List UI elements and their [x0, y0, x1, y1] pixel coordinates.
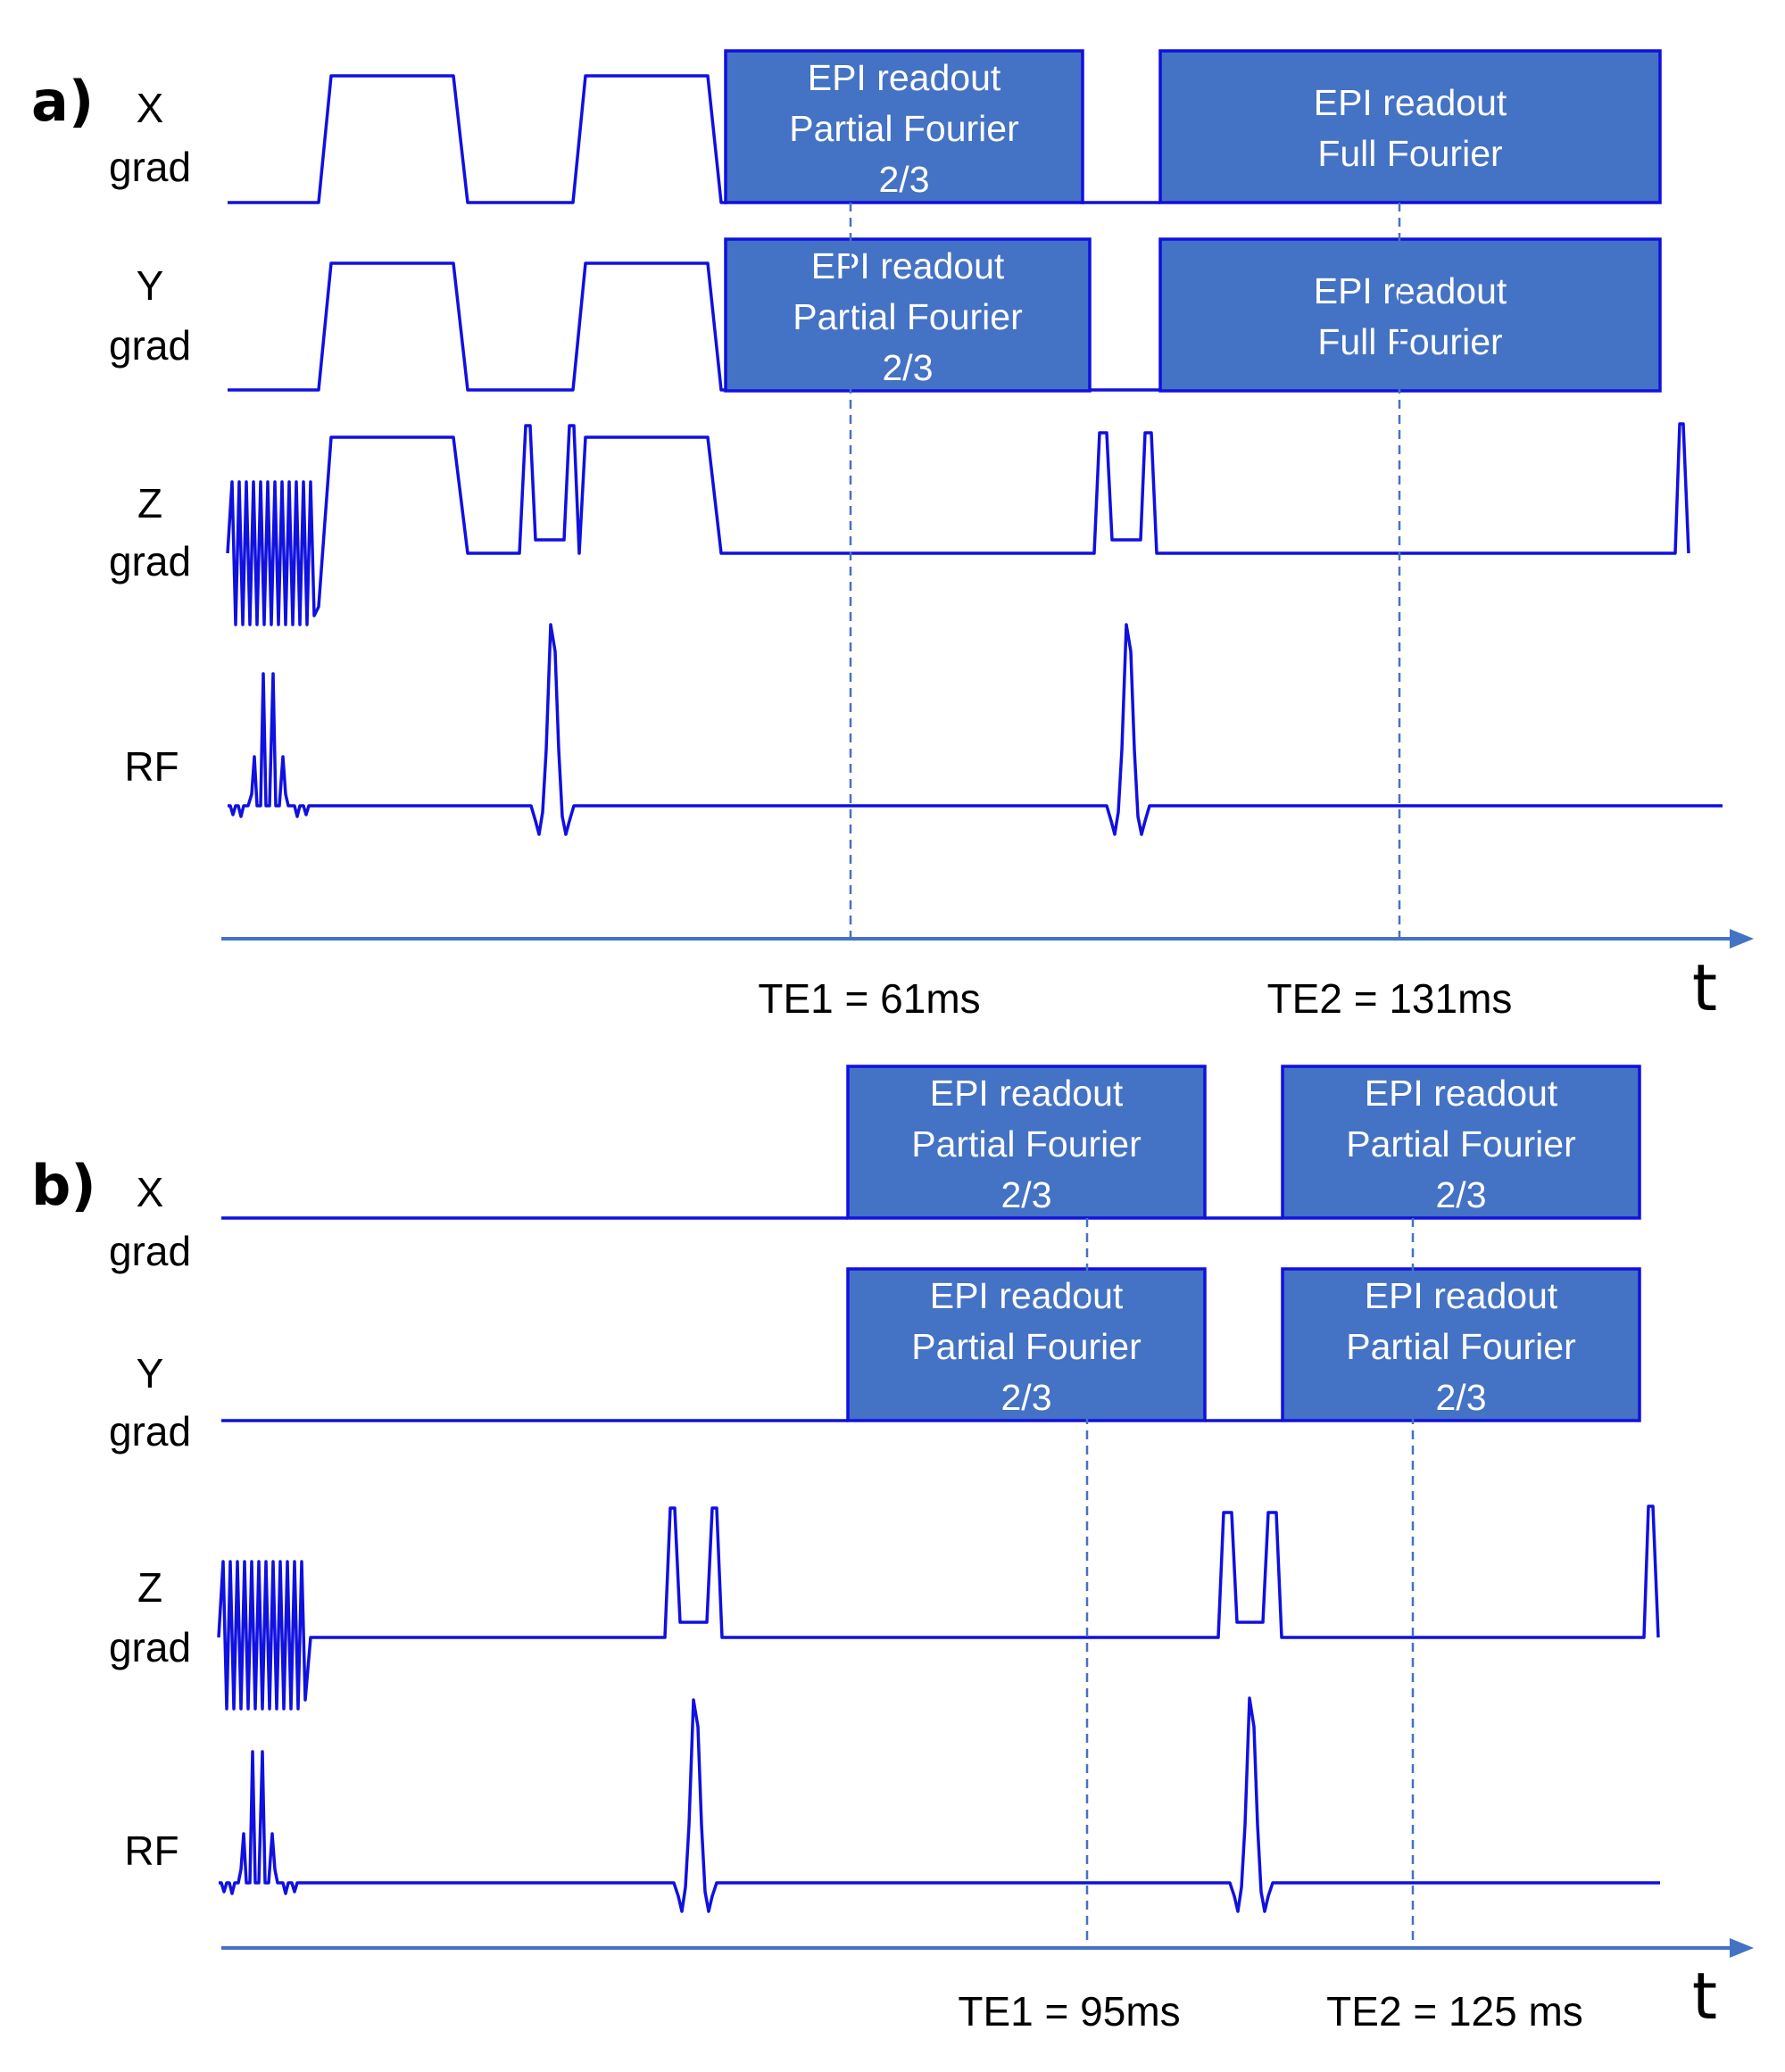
panel-b-y-epi-box-second-line3: 2/3 [1436, 1377, 1487, 1418]
panel-a-time-axis-label: t [1692, 950, 1717, 1025]
panel-b-x-epi-box-second-line1: EPI readout [1365, 1073, 1558, 1114]
panel-a-y-epi-box-full-line1: EPI readout [1314, 270, 1507, 311]
panel-b-y-epi-box-first [846, 1267, 1207, 1422]
panel-a-rf-waveform [228, 623, 1723, 836]
panel-a-y-label-line2: grad [109, 322, 191, 369]
panel-b-x-epi-box-second-line3: 2/3 [1436, 1174, 1487, 1215]
panel-b-x-label-line1: X [137, 1169, 164, 1215]
panel-a-x-epi-box-full [1158, 49, 1662, 204]
panel-b-x-epi-box-second [1281, 1065, 1641, 1220]
panel-a-x-epi-box-partial-line3: 2/3 [879, 159, 930, 200]
panel-b-y-label-line2: grad [109, 1408, 191, 1455]
panel-a-z-label-line2: grad [109, 538, 191, 584]
panel-b-y-epi-box-second-line1: EPI readout [1365, 1275, 1558, 1316]
panel-a: a) X grad Y grad Z grad RF EPI readout P… [31, 49, 1754, 1025]
panel-b-rf-label: RF [124, 1828, 178, 1874]
panel-a-x-label-line1: X [137, 85, 164, 131]
panel-a-x-epi-box-full-line1: EPI readout [1314, 82, 1507, 123]
panel-b-x-label-line2: grad [109, 1228, 191, 1274]
panel-b-label: b) [31, 1153, 96, 1218]
panel-a-z-gradient-waveform [226, 422, 1690, 626]
panel-a-z-label-line1: Z [137, 480, 162, 526]
panel-a-x-gradient-waveform [228, 74, 1160, 204]
panel-b-rf-waveform [219, 1696, 1660, 1913]
panel-a-y-epi-box-partial-line1: EPI readout [811, 245, 1005, 286]
panel-a-te2-label: TE2 = 131ms [1267, 975, 1513, 1022]
panel-b-y-label-line1: Y [137, 1350, 164, 1397]
panel-a-y-epi-box-partial-line3: 2/3 [883, 347, 934, 388]
panel-b-y-epi-box-first-line1: EPI readout [930, 1275, 1124, 1316]
panel-a-y-label-line1: Y [137, 262, 164, 309]
panel-a-y-epi-box-partial-line2: Partial Fourier [793, 296, 1022, 337]
panel-a-label: a) [31, 69, 94, 134]
panel-a-y-epi-box-full [1158, 237, 1662, 393]
panel-b-y-epi-box-first-line2: Partial Fourier [911, 1326, 1141, 1367]
panel-a-x-epi-box-full-line2: Full Fourier [1317, 133, 1502, 174]
panel-a-te1-label: TE1 = 61ms [758, 975, 980, 1022]
panel-a-x-epi-box-partial-line2: Partial Fourier [789, 108, 1018, 149]
panel-b-x-epi-box-second-line2: Partial Fourier [1346, 1123, 1575, 1164]
panel-b-x-epi-box-first [846, 1065, 1207, 1220]
panel-b-te2-label: TE2 = 125 ms [1326, 1988, 1583, 2035]
panel-a-time-axis-arrowhead [1730, 929, 1754, 949]
panel-b-x-epi-box-first-line2: Partial Fourier [911, 1123, 1141, 1164]
panel-a-y-epi-box-partial [724, 237, 1092, 393]
panel-b-x-epi-box-first-line3: 2/3 [1001, 1174, 1052, 1215]
panel-b-z-gradient-waveform [217, 1504, 1660, 1711]
panel-b-te1-label: TE1 = 95ms [958, 1988, 1180, 2035]
panel-a-rf-label: RF [124, 743, 178, 790]
panel-a-x-epi-box-partial [724, 49, 1084, 204]
panel-a-x-label-line2: grad [109, 144, 191, 190]
panel-b-y-epi-box-first-line3: 2/3 [1001, 1377, 1052, 1418]
panel-b-y-epi-box-second-line2: Partial Fourier [1346, 1326, 1575, 1367]
panel-b-x-epi-box-first-line1: EPI readout [930, 1073, 1124, 1114]
panel-a-y-gradient-waveform [228, 261, 1160, 392]
panel-a-x-epi-box-partial-line1: EPI readout [808, 57, 1001, 98]
panel-b-z-label-line1: Z [137, 1564, 162, 1611]
panel-b-time-axis-label: t [1692, 1959, 1717, 2034]
panel-b-z-label-line2: grad [109, 1624, 191, 1670]
panel-b-y-epi-box-second [1281, 1267, 1641, 1422]
panel-a-y-epi-box-full-line2: Full Fourier [1317, 321, 1502, 362]
panel-b-time-axis-arrowhead [1730, 1938, 1754, 1958]
panel-b: b) X grad Y grad Z grad RF EPI readout P… [31, 1065, 1754, 2035]
